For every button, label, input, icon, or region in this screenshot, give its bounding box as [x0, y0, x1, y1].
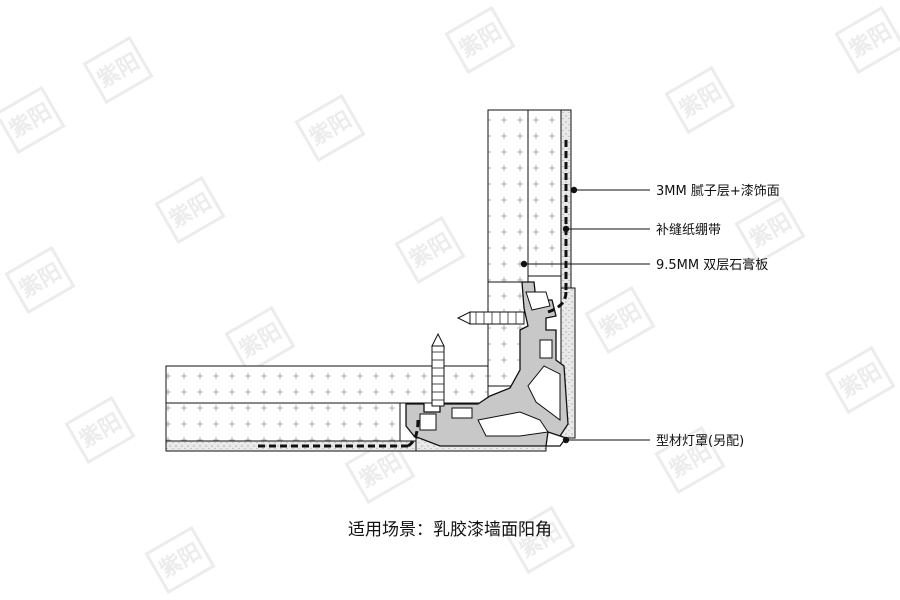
leader-lines [524, 189, 650, 441]
watermark-logo: 紫阳 [224, 305, 296, 375]
watermark-logo: 紫阳 [154, 175, 226, 245]
leader-dots [520, 186, 578, 444]
watermark-logo: 紫阳 [584, 285, 656, 355]
screw-vertical [431, 332, 445, 407]
screw-horizontal [456, 311, 525, 325]
watermark-logo: 紫阳 [64, 395, 136, 465]
callout-lamp-cover: 型材灯罩(另配) [656, 434, 744, 449]
watermark-logo: 紫阳 [444, 5, 516, 75]
watermark-logo: 紫阳 [144, 525, 216, 595]
watermark-logo: 紫阳 [504, 505, 576, 575]
callout-gypsum-board: 9.5MM 双层石膏板 [656, 257, 768, 273]
callout-finish-layer: 3MM 腻子层+漆饰面 [656, 183, 780, 199]
watermark-logo: 紫阳 [834, 5, 900, 75]
watermark-logo: 紫阳 [4, 245, 76, 315]
watermark-logo: 紫阳 [82, 35, 154, 105]
watermark-logo: 紫阳 [394, 215, 466, 285]
joint-paper-tape [258, 140, 568, 448]
watermark-logo: 紫阳 [824, 345, 896, 415]
watermark-logo: 紫阳 [0, 85, 66, 155]
vertical-gypsum-board [487, 109, 562, 387]
watermark-logo: 紫阳 [664, 65, 736, 135]
watermark-logo: 紫阳 [294, 93, 366, 163]
aluminum-corner-profile [405, 281, 569, 447]
watermark-logo: 紫阳 [734, 195, 806, 265]
diagram-caption: 适用场景：乳胶漆墙面阳角 [348, 520, 552, 540]
callout-joint-tape: 补缝纸绷带 [656, 223, 721, 238]
